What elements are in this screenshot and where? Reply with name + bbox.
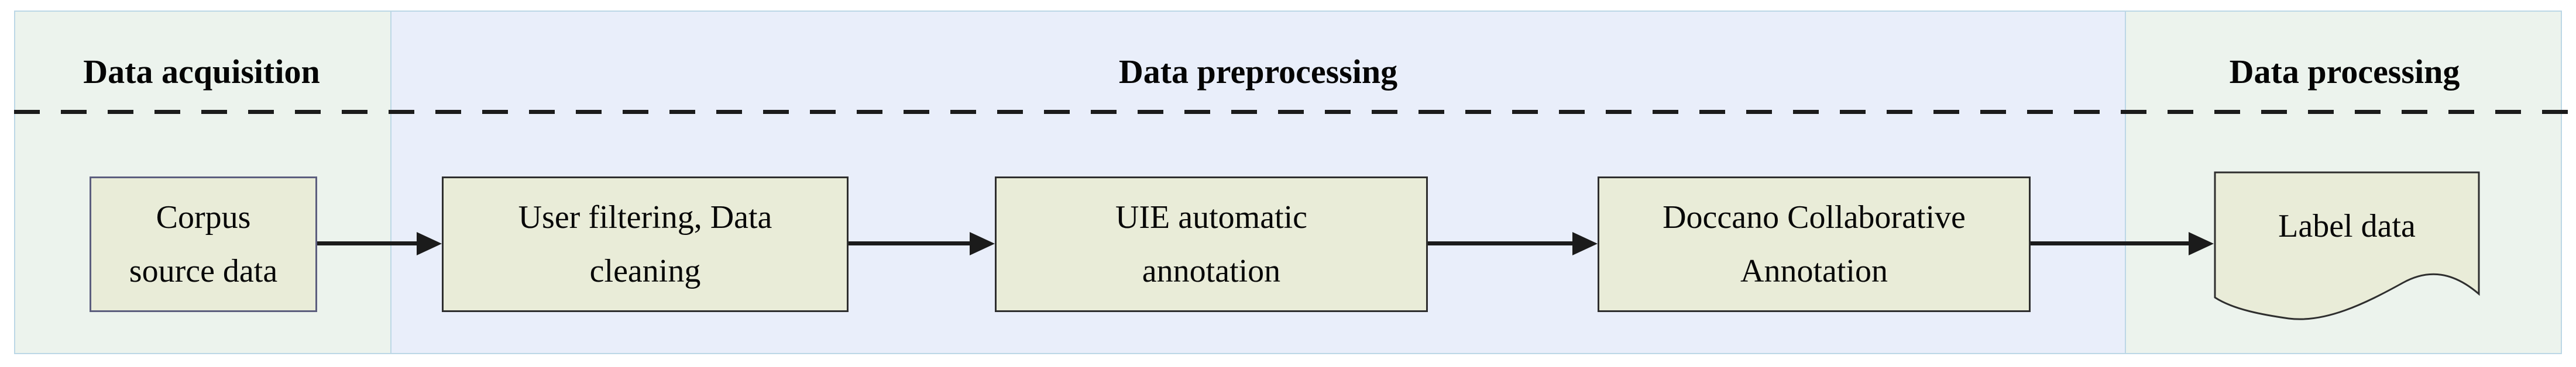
flow-arrow-shaft [2031,241,2189,245]
node-label-data-document: Label data [2214,171,2480,322]
node-uie-automatic-annotation: UIE automatic annotation [995,176,1428,312]
lane-title-data-acquisition: Data acquisition [83,53,320,91]
node-label-line: User filtering, Data [518,199,772,236]
node-label-line: Annotation [1740,253,1888,289]
node-label-line: Doccano Collaborative [1663,199,1966,236]
node-user-filtering-data-cleaning: User filtering, Data cleaning [442,176,849,312]
flow-arrow-head-icon [2189,232,2214,255]
flow-arrow-shaft [1428,241,1573,245]
flow-arrow-shaft [849,241,970,245]
node-label: Label data [2278,208,2416,244]
node-label-line: Corpus [156,199,251,236]
node-doccano-collaborative-annotation: Doccano Collaborative Annotation [1598,176,2031,312]
node-label-line: UIE automatic [1115,199,1308,236]
node-corpus-source-data: Corpus source data [90,176,317,312]
lane-divider-dashed-line [14,110,2569,114]
node-label-line: source data [129,253,278,289]
flow-arrow-head-icon [970,232,995,255]
node-label-line: cleaning [589,253,701,289]
lane-title-data-preprocessing: Data preprocessing [1118,53,1398,91]
lane-title-data-processing: Data processing [2229,53,2460,91]
flow-arrow-shaft [317,241,418,245]
flow-arrow-head-icon [1572,232,1598,255]
node-label-line: annotation [1142,253,1281,289]
flow-arrow-head-icon [417,232,442,255]
document-shape-icon [2214,171,2480,320]
